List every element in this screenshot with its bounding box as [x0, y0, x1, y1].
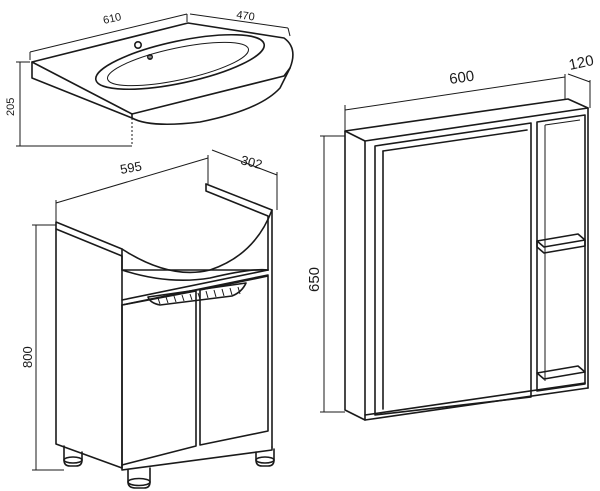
washbasin-drawing [31, 22, 294, 126]
basin-width-label: 610 [102, 11, 123, 27]
mirror-height-label: 650 [306, 267, 323, 292]
vanity-depth-label: 302 [239, 152, 264, 172]
vanity-unit-drawing [55, 183, 275, 489]
vanity-height-label: 800 [20, 346, 35, 368]
mirror-depth-label: 120 [567, 52, 595, 74]
vanity-width-label: 595 [119, 158, 143, 177]
mirror-cabinet-drawing [344, 98, 589, 421]
basin-depth-label: 470 [236, 9, 256, 23]
vanity-dimension-lines [32, 149, 278, 471]
basin-dimension-lines [16, 13, 291, 147]
mirror-dimension-lines [320, 73, 591, 413]
basin-height-label: 205 [5, 98, 17, 116]
mirror-width-label: 600 [448, 68, 475, 88]
